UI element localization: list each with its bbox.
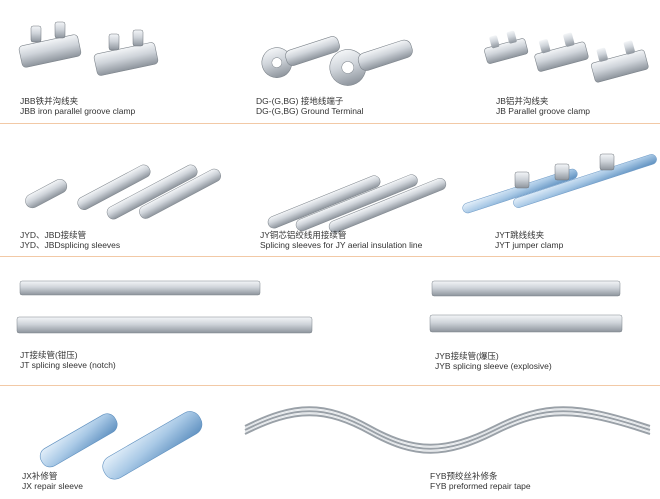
jy-sleeves-image [267,174,447,233]
jyd-sleeves-image [25,164,221,220]
caption-en: Splicing sleeves for JY aerial insulatio… [260,240,423,250]
fyb-tape-image [244,406,651,454]
product-jbb-clamp: JBB铁并沟线夹 JBB iron parallel groove clamp [0,0,220,123]
caption-cn: JYT跳线线夹 [495,230,545,240]
jyt-clamp-image [462,153,657,214]
jyb-sleeve-image [429,280,623,333]
jbb-clamp-image [18,21,159,76]
caption-en: JX repair sleeve [22,481,83,491]
caption-cn: JY铜芯铝绞线用接续管 [260,230,347,240]
jx-sleeve-image [39,411,203,480]
caption-cn: DG-(G,BG) 接地线端子 [256,96,344,106]
jt-sleeve-image [16,280,313,334]
caption-cn: JBB铁并沟线夹 [20,96,79,106]
jb-clamp-image [484,30,649,83]
caption-en: JYD、JBDsplicing sleeves [20,240,121,250]
product-jyd-sleeves: JYD、JBD接续管 JYD、JBDsplicing sleeves [0,124,230,256]
product-jx-sleeve: JX补修管 JX repair sleeve [0,386,220,499]
caption-cn: JX补修管 [22,471,58,481]
caption-cn: JYB接续管(爆压) [435,351,499,361]
caption-en: JYB splicing sleeve (explosive) [435,361,552,371]
caption-en: JYT jumper clamp [495,240,564,250]
product-jb-clamp: JB铝并沟线夹 JB Parallel groove clamp [440,0,660,123]
product-ground-terminal: DG-(G,BG) 接地线端子 DG-(G,BG) Ground Termina… [220,0,440,123]
ground-terminal-image [261,36,413,86]
caption-en: FYB preformed repair tape [430,481,531,491]
caption-en: DG-(G,BG) Ground Terminal [256,106,364,116]
product-fyb-tape: FYB预绞丝补修条 FYB preformed repair tape [220,386,660,499]
caption-en: JBB iron parallel groove clamp [20,106,136,116]
product-jy-sleeves: JY铜芯铝绞线用接续管 Splicing sleeves for JY aeri… [230,124,447,256]
row-divider-1 [0,123,660,124]
caption-en: JT splicing sleeve (notch) [20,360,116,370]
product-jyb-sleeve: JYB接续管(爆压) JYB splicing sleeve (explosiv… [415,257,660,385]
row-divider-2 [0,256,660,257]
caption-cn: JT接续管(钳压) [20,350,78,360]
row-divider-3 [0,385,660,386]
product-jyt-clamp: JYT跳线线夹 JYT jumper clamp [445,124,660,256]
caption-cn: FYB预绞丝补修条 [430,471,498,481]
caption-cn: JB铝并沟线夹 [496,96,549,106]
product-jt-sleeve: JT接续管(钳压) JT splicing sleeve (notch) [0,257,330,385]
caption-en: JB Parallel groove clamp [496,106,591,116]
caption-cn: JYD、JBD接续管 [20,230,87,240]
